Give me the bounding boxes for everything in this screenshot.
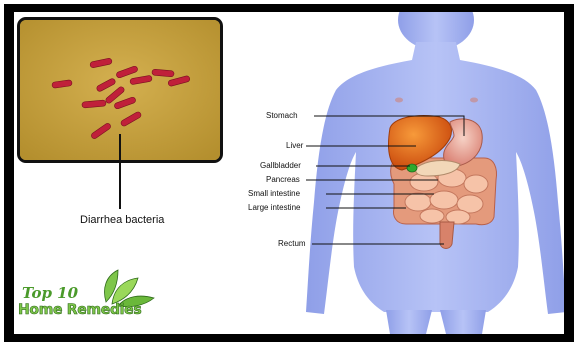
logo-home-remedies: Home Remedies (18, 302, 141, 318)
image-frame: Diarrhea bacteria Stomach Liver Gallblad… (4, 4, 574, 342)
label-rectum: Rectum (278, 239, 306, 249)
illustration-panel: Diarrhea bacteria Stomach Liver Gallblad… (14, 12, 564, 334)
label-stomach: Stomach (266, 111, 298, 121)
label-large-intestine: Large intestine (248, 203, 300, 213)
label-gallbladder: Gallbladder (260, 161, 301, 171)
gallbladder (407, 164, 417, 172)
rectum (440, 222, 454, 249)
label-liver: Liver (286, 141, 303, 151)
anatomy-illustration (14, 12, 564, 334)
label-pancreas: Pancreas (266, 175, 300, 185)
bacteria-caption: Diarrhea bacteria (80, 214, 164, 226)
chest-mark (395, 98, 403, 103)
chest-mark (470, 98, 478, 103)
label-small-intestine: Small intestine (248, 189, 300, 199)
logo-top10: Top 10 (22, 284, 78, 302)
